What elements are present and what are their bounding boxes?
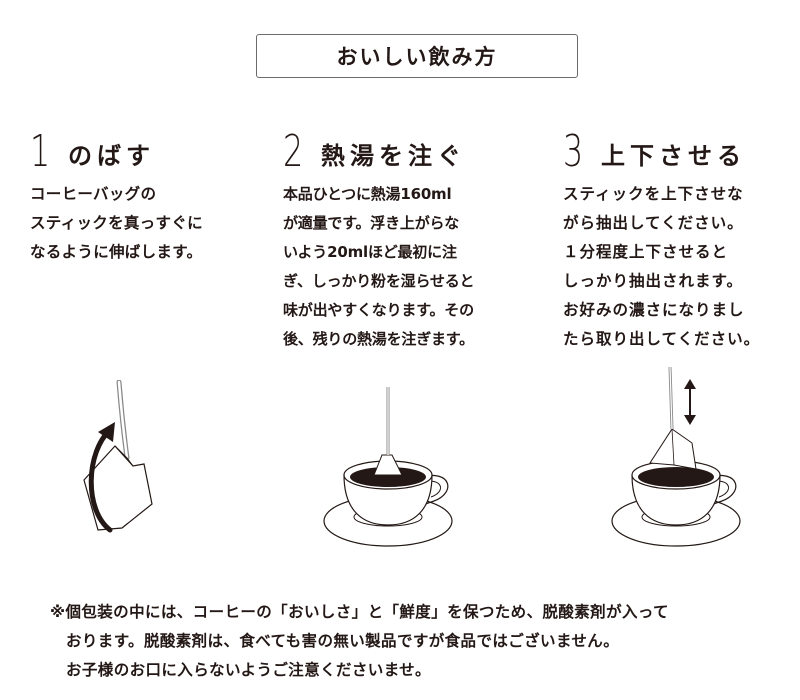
step-description: スティックを上下させな がら抽出してください。 １分程度上下させると しっかり抽… bbox=[563, 185, 761, 348]
step-description: コーヒーバッグの スティックを真っすぐに なるように伸ばします。 bbox=[30, 185, 203, 261]
note-line: おります。脱酸素剤は、食べても害の無い製品ですが食品ではございません。 bbox=[66, 632, 620, 650]
cup-updown-icon bbox=[611, 366, 741, 547]
note-line: お子様のお口に入らないようご注意くださいませ。 bbox=[66, 661, 431, 679]
step-heading: 1 のばす bbox=[30, 120, 260, 176]
step-label: のばす bbox=[68, 142, 155, 170]
step-number: 1 bbox=[30, 126, 51, 177]
step-label: 熱湯を注ぐ bbox=[321, 142, 466, 170]
page-title: おいしい飲み方 bbox=[336, 45, 498, 69]
step-number: 2 bbox=[283, 126, 304, 177]
title-box: おいしい飲み方 bbox=[256, 34, 578, 78]
bag-stretch-icon bbox=[83, 380, 153, 533]
step-heading: 3 上下させる bbox=[563, 120, 793, 176]
step-number: 3 bbox=[563, 126, 584, 177]
step-heading: 2 熱湯を注ぐ bbox=[283, 120, 513, 176]
step-3: 3 上下させる スティックを上下させな がら抽出してください。 １分程度上下させ… bbox=[563, 120, 793, 354]
step-1: 1 のばす コーヒーバッグの スティックを真っすぐに なるように伸ばします。 bbox=[30, 120, 260, 267]
caution-note: ※個包装の中には、コーヒーの「おいしさ」と「鮮度」を保つため、脱酸素剤が入って … bbox=[50, 598, 790, 685]
cup-pour-icon bbox=[323, 387, 453, 547]
step-description: 本品ひとつに熱湯160ml が適量です。浮き上がらな いよう20mlほど最初に注… bbox=[283, 185, 475, 348]
step-2: 2 熱湯を注ぐ 本品ひとつに熱湯160ml が適量です。浮き上がらな いよう20… bbox=[283, 120, 513, 354]
note-line: ※個包装の中には、コーヒーの「おいしさ」と「鮮度」を保つため、脱酸素剤が入って bbox=[50, 603, 669, 621]
step-label: 上下させる bbox=[601, 142, 746, 170]
